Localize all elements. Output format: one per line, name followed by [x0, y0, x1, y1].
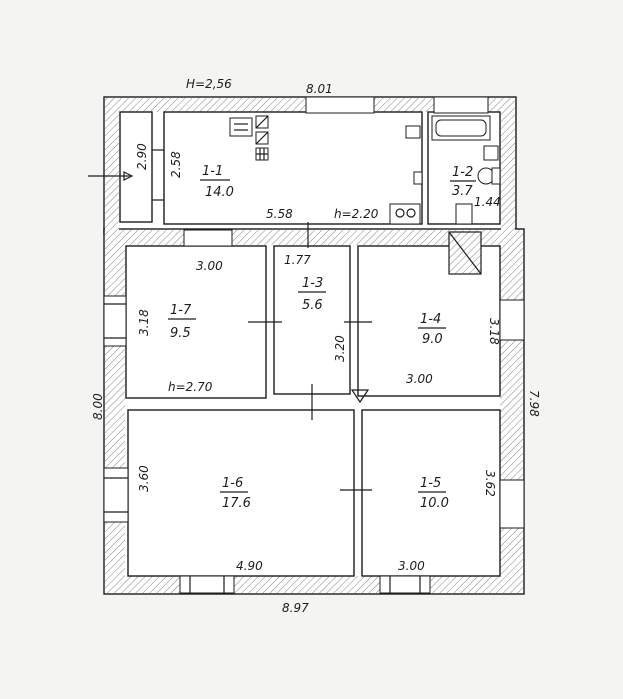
room-area-1-3: 5.6 — [302, 298, 323, 313]
dim-room16-depth: 3.60 — [137, 465, 151, 492]
doors — [88, 149, 372, 491]
window-1-4-right — [499, 299, 525, 341]
boiler-icon — [455, 203, 473, 225]
room-id-1-4: 1-4 — [420, 312, 441, 327]
dim-room15-depth: 3.62 — [483, 470, 497, 497]
room-id-1-7: 1-7 — [170, 303, 192, 318]
fixtures — [229, 115, 501, 275]
dim-kitchen-length: 5.58 — [266, 207, 293, 221]
room-1-1 — [163, 111, 423, 225]
dim-corridor-width: 1.77 — [284, 253, 311, 267]
cabinet-icon — [229, 117, 253, 137]
room-id-1-3: 1-3 — [302, 276, 323, 291]
porch — [119, 111, 153, 223]
window-1-6-bottom — [179, 575, 235, 594]
window-1-5-bottom — [379, 575, 431, 594]
dim-porch-width: 2.90 — [135, 143, 149, 170]
rooms — [119, 111, 501, 577]
dim-corridor-length: 3.20 — [333, 335, 347, 362]
dimension-labels: H=2,56 8.01 8.97 8.00 7.98 2.90 2.58 5.5… — [91, 77, 541, 615]
dim-bath-depth: 1.44 — [474, 195, 501, 209]
room-area-1-6: 17.6 — [222, 496, 251, 511]
entry-arrowhead — [123, 171, 134, 181]
room-id-1-2: 1-2 — [452, 165, 473, 180]
window-1-5-right — [499, 479, 525, 529]
window-top-kitchen — [305, 96, 375, 114]
room-area-1-2: 3.7 — [452, 184, 473, 199]
room-area-1-1: 14.0 — [205, 185, 234, 200]
washbasin-icon — [483, 145, 499, 161]
dim-room14-width: 3.00 — [406, 372, 433, 386]
room-labels: 1-1 14.0 1-2 3.7 1-3 5.6 1-4 9.0 1-5 10.… — [168, 164, 476, 511]
dim-top-height: H=2,56 — [186, 77, 232, 91]
dim-room17-ceiling: h=2.70 — [168, 380, 213, 394]
sink-icon — [405, 125, 421, 139]
window-1-7-left — [103, 295, 127, 347]
dim-left-height: 8.00 — [91, 393, 105, 420]
dim-room14-depth: 3.18 — [487, 318, 501, 345]
room-1-6 — [127, 409, 355, 577]
room-1-5 — [361, 409, 501, 577]
dim-room17-depth: 3.18 — [137, 309, 151, 336]
room-id-1-1: 1-1 — [202, 164, 223, 179]
dim-room15-width: 3.00 — [398, 559, 425, 573]
room-id-1-6: 1-6 — [222, 476, 243, 491]
stove-icon — [389, 203, 421, 225]
dim-bottom-width: 8.97 — [282, 601, 309, 615]
dim-room16-width: 4.90 — [236, 559, 263, 573]
room-area-1-4: 9.0 — [422, 332, 443, 347]
windows — [103, 96, 525, 594]
room-1-3 — [273, 245, 351, 395]
dim-top-width: 8.01 — [306, 82, 333, 96]
dim-kitchen-depth: 2.58 — [169, 151, 183, 178]
dim-right-height: 7.98 — [527, 390, 541, 417]
window-top-bath — [433, 96, 489, 114]
window-1-6-left — [103, 467, 129, 523]
room-area-1-5: 10.0 — [420, 496, 449, 511]
dim-room17-width: 3.00 — [196, 259, 223, 273]
room-area-1-7: 9.5 — [170, 326, 191, 341]
room-id-1-5: 1-5 — [420, 476, 441, 491]
window-1-7-top — [183, 229, 233, 247]
dim-kitchen-ceiling: h=2.20 — [334, 207, 379, 221]
